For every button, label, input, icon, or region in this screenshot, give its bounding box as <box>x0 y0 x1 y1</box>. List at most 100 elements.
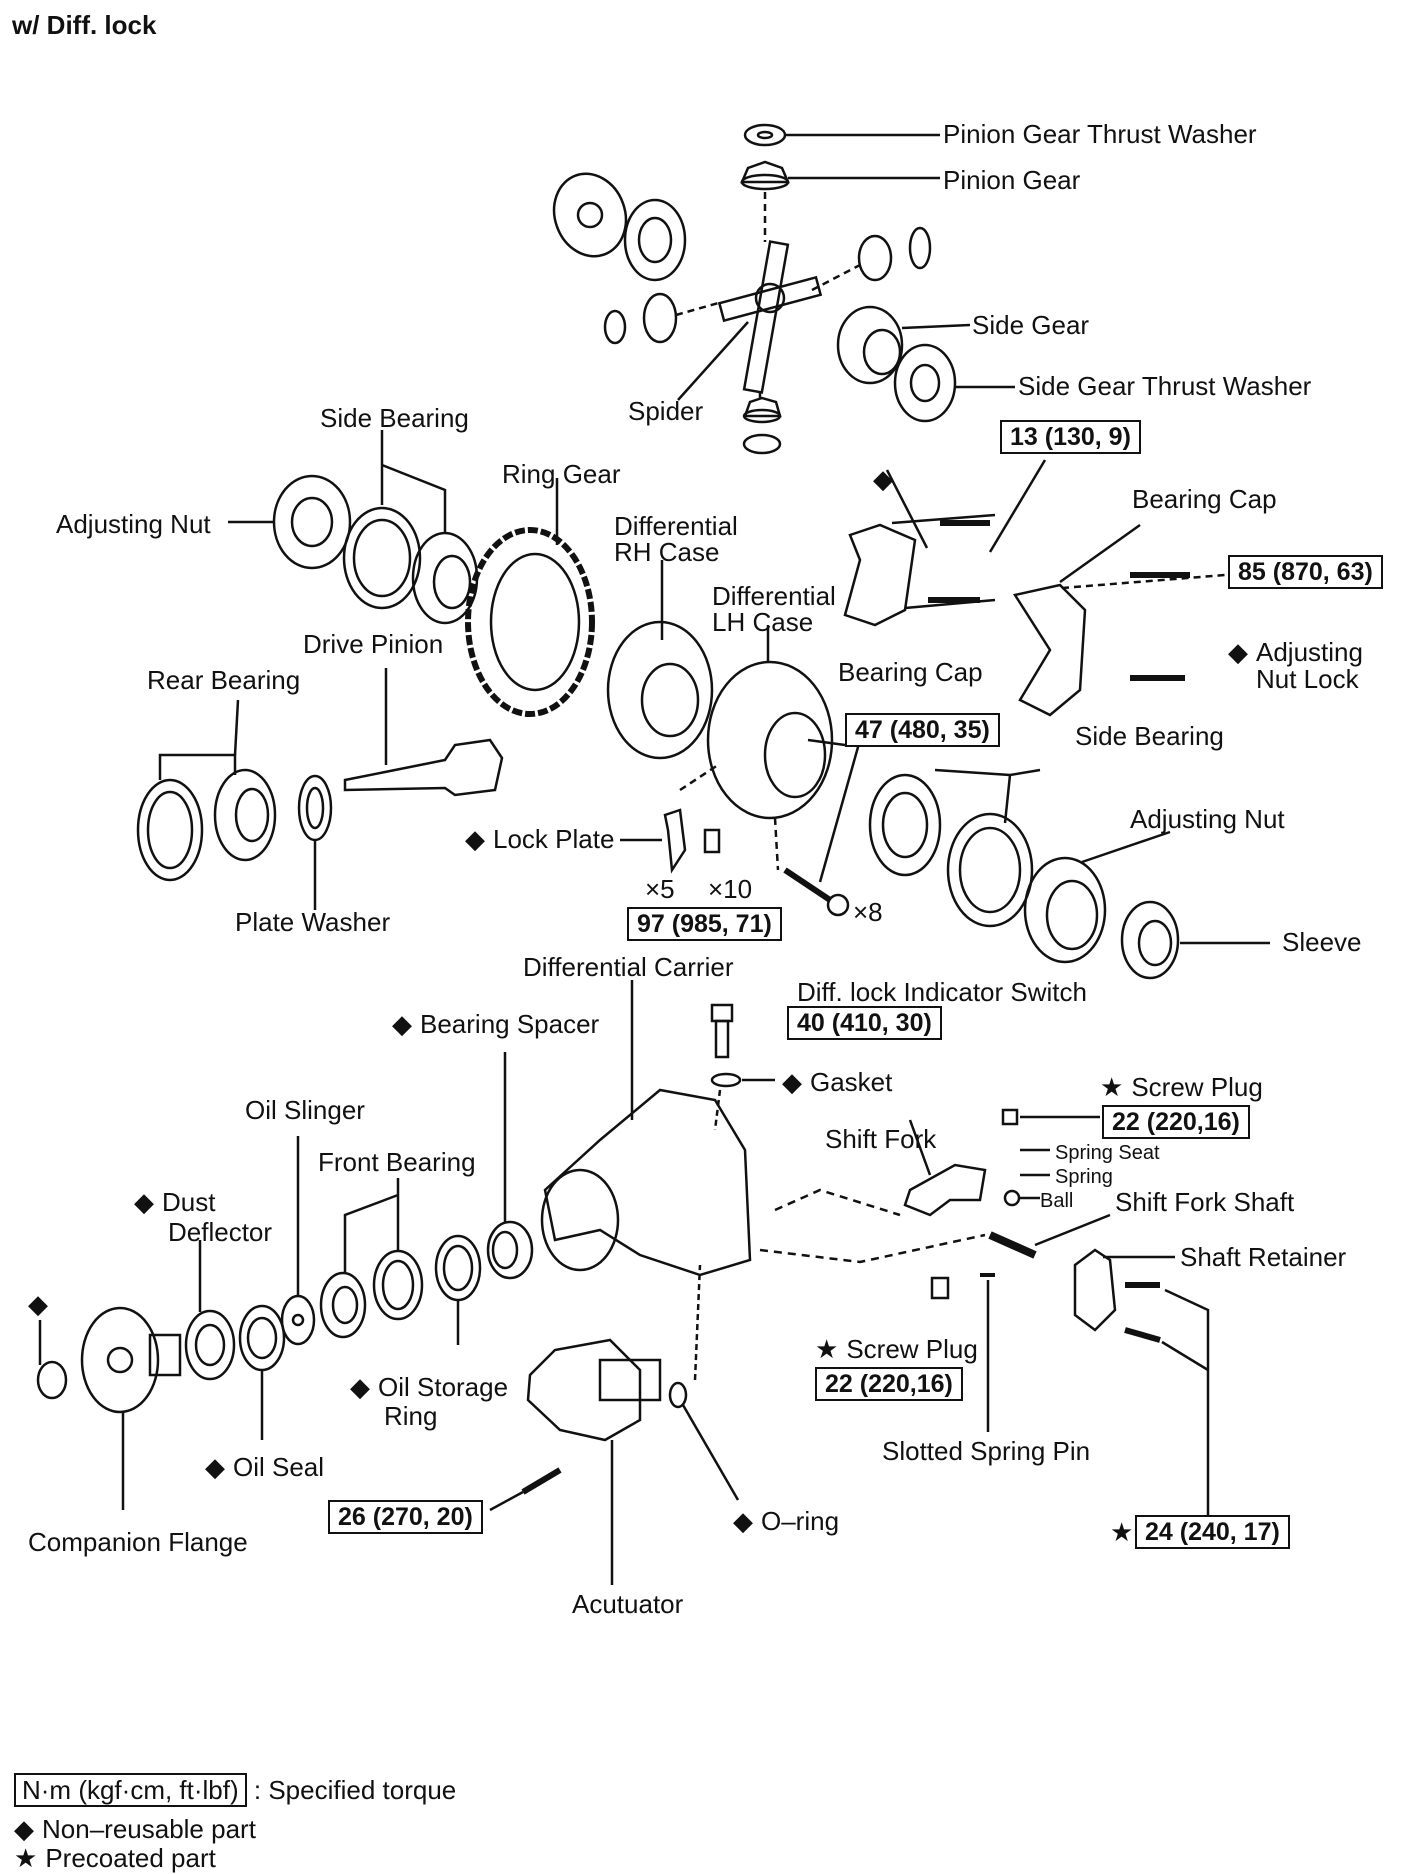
torque-85: 85 (870, 63) <box>1228 555 1383 589</box>
rear-bearing-part <box>136 768 277 882</box>
oil-seal-label: ◆ Oil Seal <box>205 1453 324 1481</box>
torque-13: 13 (130, 9) <box>1000 420 1141 454</box>
torque-97: 97 (985, 71) <box>627 907 782 941</box>
differential-rh-case-label-2: RH Case <box>614 537 720 567</box>
left-pinion-gear-part <box>603 292 678 345</box>
bearing-cap-top-label: Bearing Cap <box>1132 484 1277 514</box>
o-ring-part <box>668 1381 688 1409</box>
front-bearing-part <box>319 1249 424 1339</box>
dust-deflector-text-1: Dust <box>162 1187 216 1217</box>
non-reusable-mark-flange-nut: ◆ <box>28 1289 48 1319</box>
differential-rh-case-label-1: Differential <box>614 511 738 541</box>
legend-non-reusable-text: Non–reusable part <box>42 1814 256 1844</box>
side-gear-part <box>836 305 904 385</box>
shift-fork-label: Shift Fork <box>825 1124 937 1154</box>
adjusting-nut-lock-label-1: ◆ Adjusting <box>1228 638 1363 666</box>
side-bearing-right-part <box>868 773 1034 928</box>
times8-label: ×8 <box>853 897 883 927</box>
oil-slinger-label: Oil Slinger <box>245 1095 365 1125</box>
front-bearing-label: Front Bearing <box>318 1147 476 1177</box>
dust-deflector-label-1: ◆ Dust <box>134 1188 215 1216</box>
spider-label: Spider <box>628 396 704 426</box>
legend-torque: N·m (kgf·cm, ft·lbf) : Specified torque <box>14 1773 457 1807</box>
non-reusable-mark-o-ring: ◆ <box>733 1506 753 1536</box>
bearing-cap-mid-part <box>843 523 917 627</box>
ball-label: Ball <box>1040 1190 1074 1212</box>
differential-carrier-label: Differential Carrier <box>523 952 734 982</box>
precoated-mark-screw-plug-bottom: ★ <box>815 1334 839 1364</box>
sleeve-part <box>1120 900 1180 980</box>
dust-deflector-label-2: Deflector <box>168 1217 273 1247</box>
side-bearing-left-part <box>342 506 479 625</box>
ring-gear-part <box>465 527 595 717</box>
oil-slinger-part <box>280 1294 316 1346</box>
plate-washer-label: Plate Washer <box>235 907 391 937</box>
pinion-gear-part <box>740 160 790 191</box>
non-reusable-mark-oil-seal: ◆ <box>205 1452 225 1482</box>
non-reusable-mark-nut-lock: ◆ <box>1228 637 1248 667</box>
non-reusable-mark-lock-plate: ◆ <box>465 824 485 854</box>
bearing-spacer-label: ◆ Bearing Spacer <box>392 1010 599 1038</box>
rear-bearing-label: Rear Bearing <box>147 665 301 695</box>
ring-gear-label: Ring Gear <box>502 459 621 489</box>
lock-plate-part <box>663 808 721 874</box>
side-gear-thrust-washer-label: Side Gear Thrust Washer <box>1018 371 1312 401</box>
diff-lock-indicator-switch-part <box>710 1003 734 1059</box>
diff-lock-indicator-switch-label: Diff. lock Indicator Switch <box>797 977 1087 1007</box>
side-bearing-right-label: Side Bearing <box>1075 721 1224 751</box>
side-gear-label: Side Gear <box>972 310 1090 340</box>
gasket-part <box>710 1072 742 1088</box>
shift-fork-shaft-label: Shift Fork Shaft <box>1115 1187 1295 1217</box>
precoated-mark-screw-plug-top: ★ <box>1100 1072 1124 1102</box>
screw-plug-bottom-label: ★Screw Plug <box>815 1335 978 1363</box>
precoated-mark-24: ★ <box>1110 1517 1134 1547</box>
lock-plate-text: Lock Plate <box>493 824 615 854</box>
times10-label: ×10 <box>708 874 753 904</box>
o-ring-text: O–ring <box>761 1506 840 1536</box>
non-reusable-mark-oil-storage-ring: ◆ <box>350 1372 370 1402</box>
dust-deflector-part <box>184 1309 236 1381</box>
shift-fork-part <box>903 1163 987 1217</box>
lower-pinion-gear-part <box>742 396 782 455</box>
legend-precoated-mark: ★ <box>14 1843 38 1873</box>
right-pinion-gear-part <box>857 226 932 282</box>
oil-storage-ring-label-2: Ring <box>384 1401 438 1431</box>
differential-lh-case-label-2: LH Case <box>712 607 814 637</box>
screw-plug-top-text: Screw Plug <box>1131 1072 1263 1102</box>
legend-non-reusable: ◆Non–reusable part <box>14 1814 256 1845</box>
actuator-part <box>526 1338 662 1442</box>
differential-carrier-part <box>540 1088 752 1277</box>
screw-plug-top-part <box>1001 1108 1019 1126</box>
oil-seal-text: Oil Seal <box>233 1452 325 1482</box>
shaft-retainer-label: Shaft Retainer <box>1180 1242 1347 1272</box>
torque-26: 26 (270, 20) <box>328 1500 483 1534</box>
pinion-gear-thrust-washer-label: Pinion Gear Thrust Washer <box>943 119 1257 149</box>
adjusting-nut-left-part <box>272 474 352 570</box>
companion-flange-nut-part <box>36 1360 68 1400</box>
screw-plug-bottom-part <box>930 1276 950 1300</box>
adjusting-nut-lock-text-1: Adjusting <box>1256 637 1363 667</box>
legend-torque-desc: : Specified torque <box>253 1775 457 1805</box>
left-side-gear-washer-part <box>552 172 687 282</box>
spider-part <box>717 240 823 394</box>
adjusting-nut-lock-label-2: Nut Lock <box>1256 664 1359 694</box>
gasket-label: ◆ Gasket <box>782 1068 892 1096</box>
non-reusable-mark-gasket: ◆ <box>782 1067 802 1097</box>
legend-torque-box: N·m (kgf·cm, ft·lbf) <box>14 1773 247 1807</box>
bearing-spacer-text: Bearing Spacer <box>420 1009 600 1039</box>
sleeve-label: Sleeve <box>1282 927 1362 957</box>
non-reusable-mark-dust-deflector: ◆ <box>134 1187 154 1217</box>
non-reusable-mark-bearing-spacer: ◆ <box>392 1009 412 1039</box>
oil-storage-ring-text-1: Oil Storage <box>378 1372 509 1402</box>
oil-storage-ring-label-1: ◆ Oil Storage <box>350 1373 508 1401</box>
o-ring-label: ◆ O–ring <box>733 1507 839 1535</box>
gasket-text: Gasket <box>810 1067 893 1097</box>
torque-24: 24 (240, 17) <box>1135 1515 1290 1549</box>
spring-seat-label: Spring Seat <box>1055 1142 1160 1164</box>
oil-storage-ring-part <box>434 1234 482 1302</box>
torque-47: 47 (480, 35) <box>845 713 1000 747</box>
companion-flange-part <box>80 1306 182 1414</box>
plate-washer-part <box>297 774 333 842</box>
screw-plug-top-label: ★Screw Plug <box>1100 1073 1263 1101</box>
